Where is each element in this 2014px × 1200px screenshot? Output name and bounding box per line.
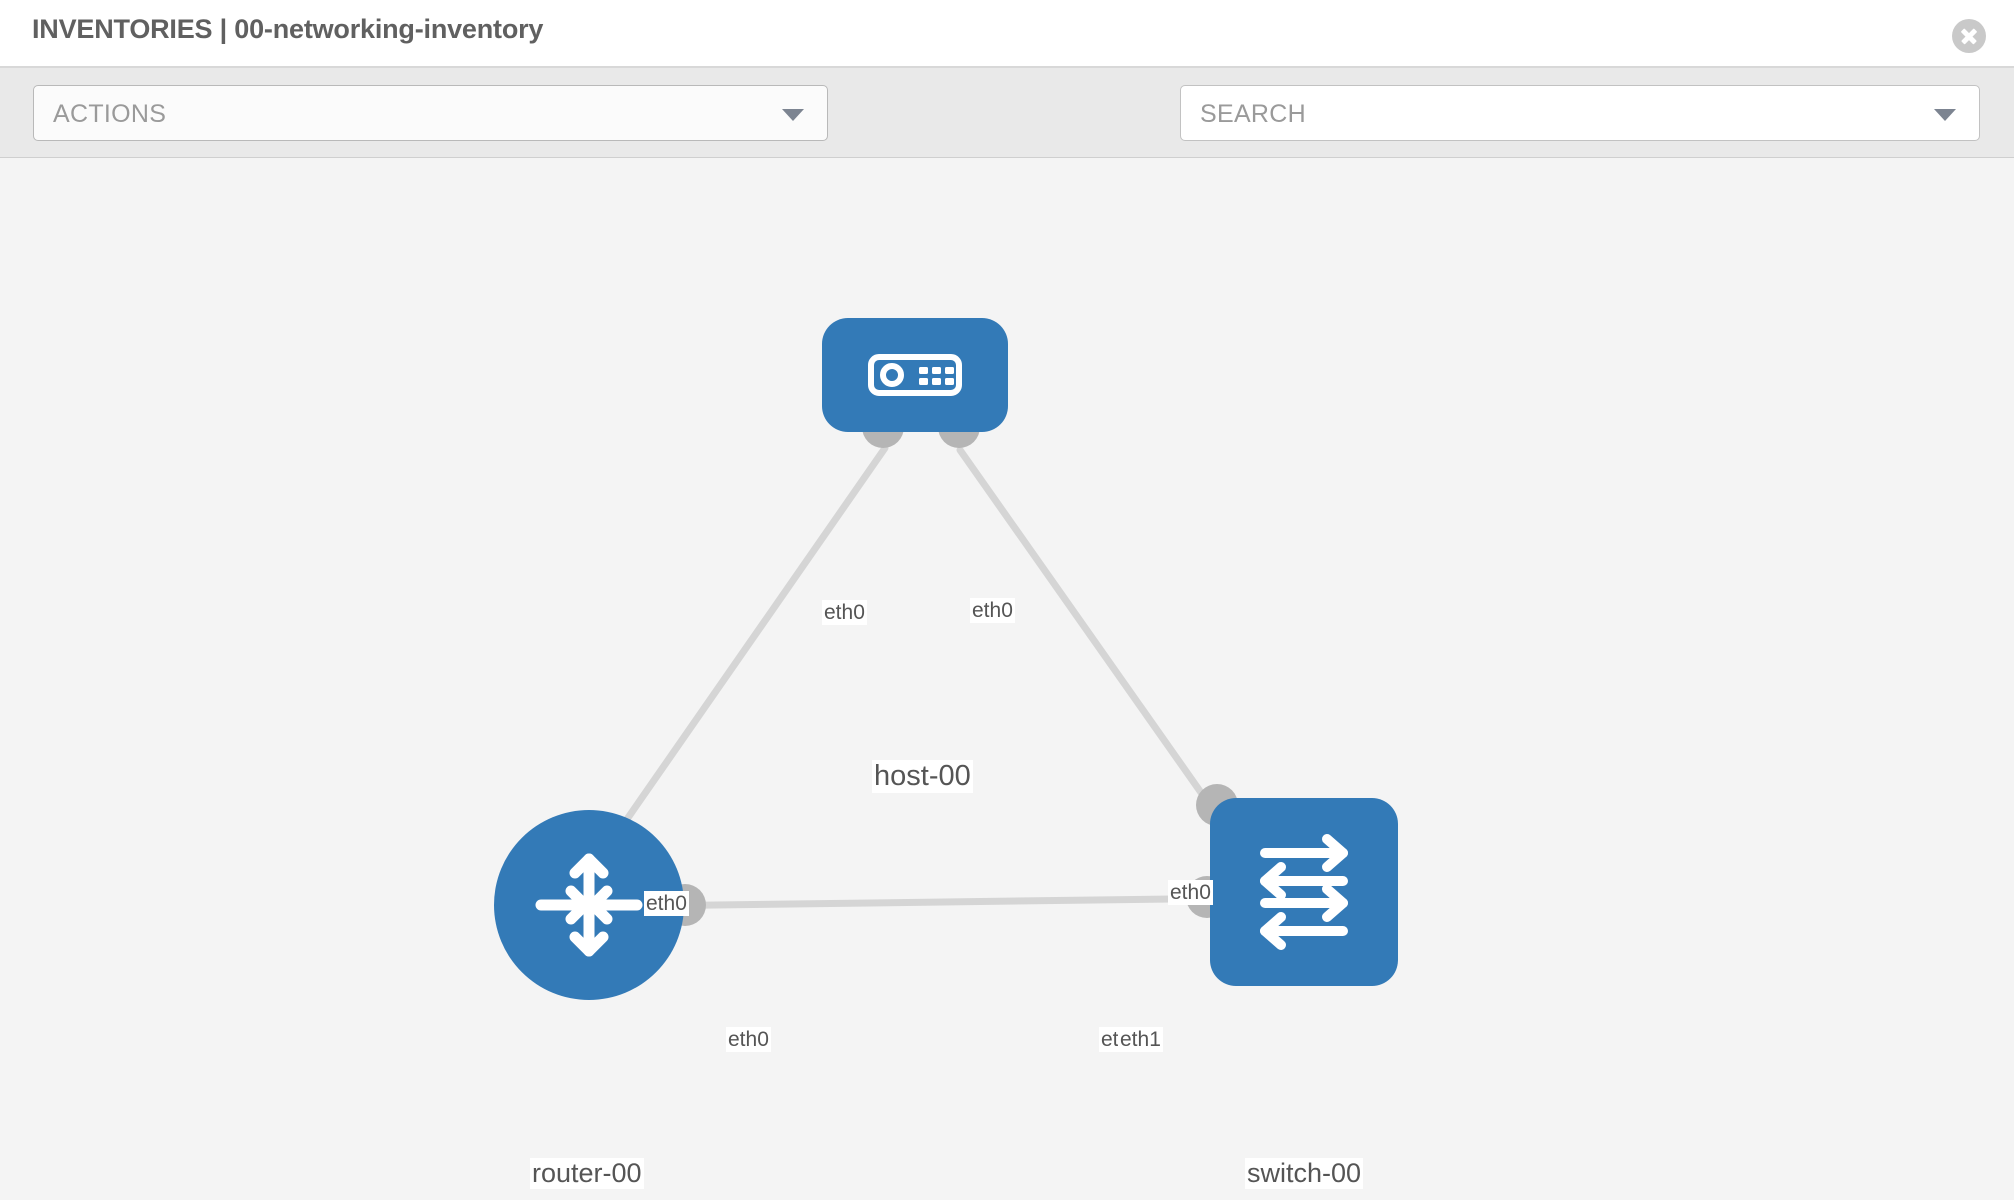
node-switch-00[interactable]	[1210, 798, 1398, 986]
link-host-switch	[956, 446, 1244, 852]
link-router-switch	[636, 894, 1252, 910]
server-icon	[868, 354, 962, 396]
iface-label-router-east: eth0	[726, 1027, 771, 1053]
title-bar: INVENTORIES | 00-networking-inventory	[0, 0, 2014, 68]
search-input[interactable]: SEARCH	[1180, 85, 1980, 141]
toolbar: ACTIONS SEARCH	[0, 68, 2014, 195]
iface-label-host-east: eth0	[970, 598, 1015, 624]
iface-label-router-north: eth0	[644, 891, 689, 917]
topology-canvas[interactable]: eth0 eth0 eth0 eth0 eth0 eth0 eth1 host-…	[0, 158, 2014, 1200]
topology-links	[596, 444, 1252, 910]
iface-label-host-west: eth0	[822, 600, 867, 626]
chevron-down-icon[interactable]	[1934, 109, 1956, 121]
iface-label-switch-west: eth1	[1118, 1027, 1163, 1053]
link-host-router	[596, 444, 889, 862]
chevron-down-icon	[782, 109, 804, 121]
page-title: INVENTORIES | 00-networking-inventory	[32, 14, 544, 44]
node-label-router-00: router-00	[530, 1158, 644, 1190]
actions-dropdown-label: ACTIONS	[53, 100, 167, 128]
node-label-host-00: host-00	[872, 760, 973, 794]
actions-dropdown[interactable]: ACTIONS	[33, 85, 828, 141]
node-label-switch-00: switch-00	[1245, 1158, 1364, 1190]
router-arrows-icon	[535, 853, 643, 957]
node-host-00[interactable]	[822, 318, 1008, 432]
close-icon[interactable]	[1952, 19, 1986, 53]
switch-arrows-icon	[1260, 834, 1348, 950]
search-placeholder: SEARCH	[1200, 100, 1306, 128]
iface-label-switch-north: eth0	[1168, 880, 1213, 906]
